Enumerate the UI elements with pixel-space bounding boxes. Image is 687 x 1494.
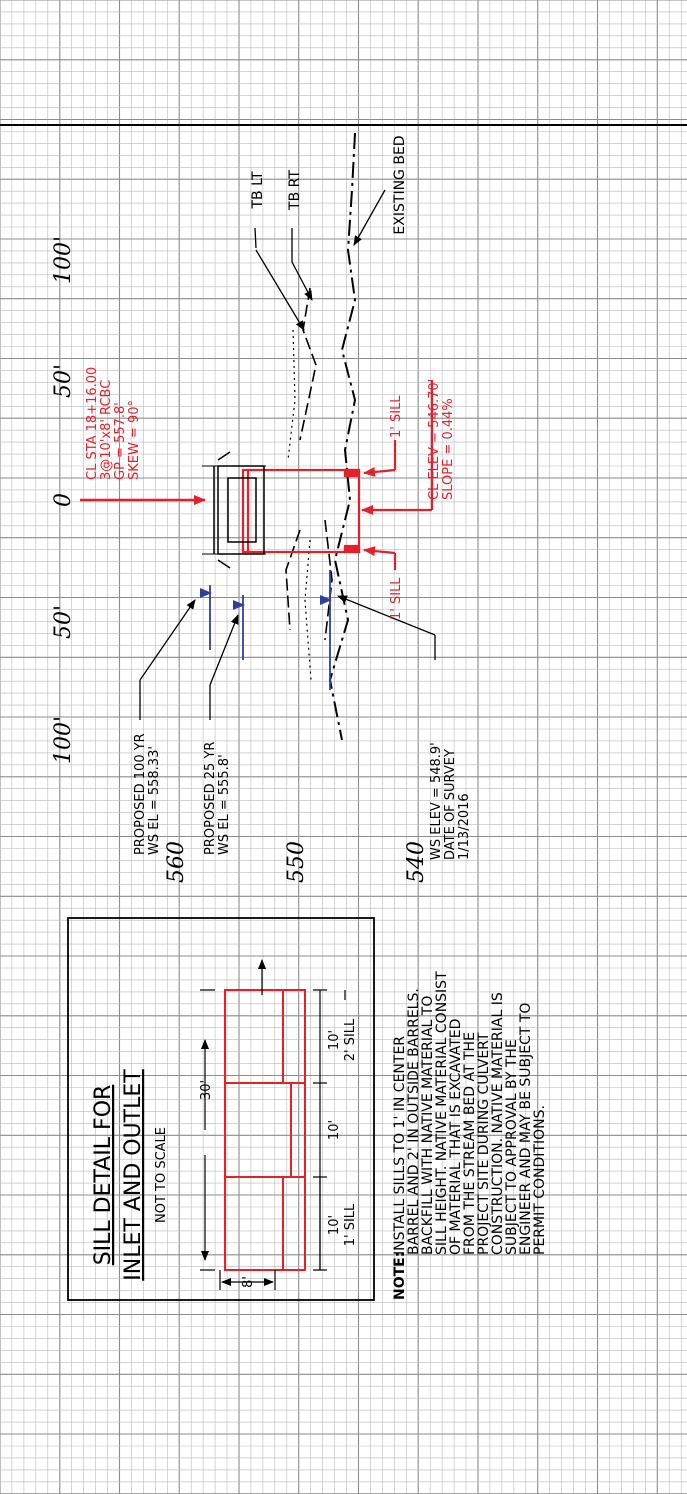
elevation-label-540: 540 xyxy=(404,841,429,883)
culvert-station: CL STA 18+16.00 xyxy=(85,367,100,480)
sill-detail-barrels xyxy=(224,989,306,1271)
sill-detail-title-2: INLET AND OUTLET xyxy=(121,1069,146,1281)
existing-bed-line xyxy=(328,132,357,741)
sill-detail-span-1: 10' xyxy=(327,1030,342,1050)
note-line-8: CONSTRUCTION. NATIVE MATERIAL IS xyxy=(490,992,506,1255)
culvert-skew: SKEW = 90° xyxy=(127,400,142,480)
wse-100yr-title: PROPOSED 100 YR xyxy=(133,733,148,855)
sill-detail-sill-right: 2' SILL xyxy=(343,1018,358,1061)
note-line-11: PERMIT CONDITIONS. xyxy=(532,1105,548,1255)
tb-lt-label: TB LT xyxy=(250,171,266,209)
water-surface-callouts: PROPOSED 100 YR WS EL = 558.33' PROPOSED… xyxy=(133,733,472,860)
note-line-7: PROJECT SITE DURING CULVERT xyxy=(476,1032,492,1255)
note-line-3: BACKFILL WITH NATIVE MATERIAL TO xyxy=(420,996,436,1255)
sill-detail-sill-left: 1' SILL xyxy=(343,1203,358,1246)
station-label-50-right: 50' xyxy=(51,605,76,639)
station-label-50-left: 50' xyxy=(51,364,76,398)
note-line-4: SILL HEIGHT. NATIVE MATERIAL CONSIST xyxy=(434,971,450,1255)
wse-25yr-value: WS EL = 555.8' xyxy=(217,754,232,855)
elevation-label-550: 550 xyxy=(284,841,309,883)
sill-detail-scale: NOT TO SCALE xyxy=(154,1127,169,1223)
elevation-axis: 560 550 540 xyxy=(164,841,429,883)
wse-survey-value: WS ELEV = 548.9' xyxy=(429,742,444,860)
culvert-elev: CL ELEV = 546.70' xyxy=(427,379,442,500)
note-line-1: INSTALL SILLS TO 1' IN CENTER xyxy=(392,1036,408,1255)
sill-detail-panel: SILL DETAIL FOR INLET AND OUTLET NOT TO … xyxy=(67,917,375,1301)
sill-detail-width: 30' xyxy=(199,1080,214,1100)
note-label: NOTE: xyxy=(392,1252,408,1300)
culvert-callout: CL STA 18+16.00 3@10'x8' RCBC GP = 557.8… xyxy=(85,367,456,620)
sill-detail-height: 8' xyxy=(241,1276,256,1288)
sill-detail-dimensions xyxy=(200,959,346,1290)
station-label-100-left: 100' xyxy=(51,236,76,284)
station-label-100-right: 100' xyxy=(51,716,76,764)
sill-lower-label: 1' SILL xyxy=(389,577,404,620)
construction-note: NOTE: INSTALL SILLS TO 1' IN CENTER BARR… xyxy=(392,971,548,1300)
water-surface-symbols xyxy=(200,588,332,610)
sill-detail-span-2: 10' xyxy=(327,1120,342,1140)
station-axis: 100' 50' 0 50' 100' xyxy=(51,236,76,764)
sill-upper-label: 1' SILL xyxy=(389,395,404,438)
sill-detail-span-3: 10' xyxy=(327,1215,342,1235)
tb-rt-label: TB RT xyxy=(287,170,303,211)
note-line-2: BARREL AND 2' IN OUTSIDE BARRELS. xyxy=(406,988,422,1255)
note-line-10: ENGINEER AND MAY BE SUBJECT TO xyxy=(518,1003,534,1255)
note-line-5: OF MATERIAL THAT IS EXCAVATED xyxy=(448,1019,464,1255)
culvert-headwalls xyxy=(202,451,266,569)
note-line-6: FROM THE STREAM BED AT THE xyxy=(462,1032,478,1255)
wse-survey-date: 1/13/2016 xyxy=(457,793,472,860)
wse-100yr-value: WS EL = 558.33' xyxy=(147,746,162,855)
note-line-9: SUBJECT TO APPROVAL BY THE xyxy=(504,1039,520,1255)
proposed-culvert xyxy=(80,380,434,570)
existing-bed-label: EXISTING BED xyxy=(392,135,408,234)
wse-25yr-title: PROPOSED 25 YR xyxy=(203,742,218,855)
top-of-bank-lines xyxy=(285,287,333,681)
culvert-slope: SLOPE = 0.44% xyxy=(441,398,456,500)
callout-leaders xyxy=(139,189,436,720)
water-surface-lines xyxy=(209,570,331,690)
wse-survey-date-label: DATE OF SURVEY xyxy=(443,749,458,860)
culvert-size: 3@10'x8' RCBC xyxy=(99,380,114,480)
station-label-0: 0 xyxy=(51,493,76,507)
elevation-label-560: 560 xyxy=(164,841,189,883)
culvert-gp: GP = 557.8' xyxy=(113,402,128,480)
sill-detail-title-1: SILL DETAIL FOR xyxy=(91,1085,116,1266)
